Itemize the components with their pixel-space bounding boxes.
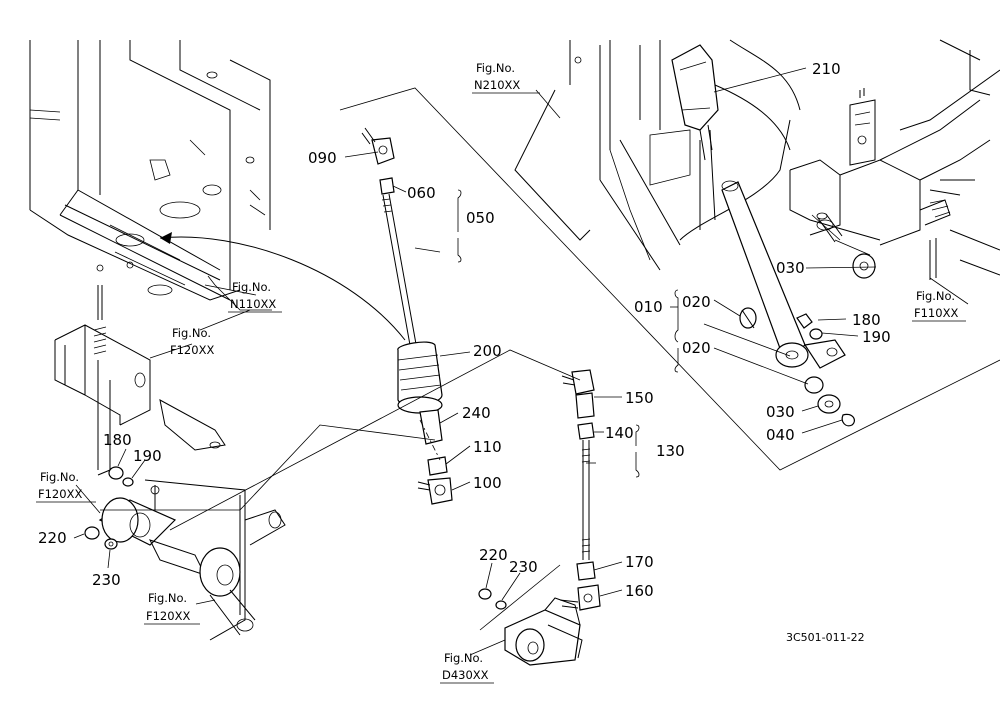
callout-030-top: 030 (776, 259, 805, 277)
callout-220-center: 220 (479, 546, 508, 564)
callout-labels: 090 060 050 200 240 110 100 150 140 130 … (38, 60, 891, 600)
figure-references: Fig.No. N210XX Fig.No. N110XX Fig.No. F1… (36, 61, 966, 684)
callout-100: 100 (473, 474, 502, 492)
callout-leaders (73, 67, 969, 656)
left-bracket-assembly (54, 285, 226, 476)
callout-200: 200 (473, 342, 502, 360)
pedal-lever-arm (721, 180, 846, 369)
callout-040: 040 (766, 426, 795, 444)
callout-180-right: 180 (852, 311, 881, 329)
svg-text:Fig.No.: Fig.No. (444, 651, 483, 665)
svg-text:N210XX: N210XX (474, 78, 520, 92)
svg-text:Fig.No.: Fig.No. (172, 326, 211, 340)
callout-050: 050 (466, 209, 495, 227)
callout-020-bottom: 020 (682, 339, 711, 357)
figref-f110: Fig.No. F110XX (912, 289, 966, 322)
svg-text:Fig.No.: Fig.No. (40, 470, 79, 484)
callout-030-bottom: 030 (766, 403, 795, 421)
callout-190-left: 190 (133, 447, 162, 465)
callout-160: 160 (625, 582, 654, 600)
figref-f120-left: Fig.No. F120XX (36, 470, 96, 503)
left-small-parts (84, 466, 134, 550)
svg-text:F120XX: F120XX (146, 609, 190, 623)
callout-230-center: 230 (509, 558, 538, 576)
callout-190-right: 190 (862, 328, 891, 346)
svg-text:N110XX: N110XX (230, 297, 276, 311)
figref-d430: Fig.No. D430XX (440, 651, 494, 684)
callout-060: 060 (407, 184, 436, 202)
bottom-center-bracket (478, 588, 583, 666)
left-frame-housing (29, 40, 271, 301)
callout-010: 010 (634, 298, 663, 316)
svg-text:Fig.No.: Fig.No. (232, 280, 271, 294)
bottom-left-linkage (98, 479, 286, 641)
figref-n110: Fig.No. N110XX (228, 280, 282, 313)
right-frame-bracket (789, 39, 1000, 280)
figref-f120-bottom: Fig.No. F120XX (144, 591, 200, 625)
cable-rod-assembly (159, 127, 453, 505)
callout-090: 090 (308, 149, 337, 167)
figref-f120-upper: Fig.No. F120XX (170, 326, 214, 357)
rod-130-assembly (559, 369, 601, 611)
drawing-code: 3C501-011-22 (786, 631, 865, 644)
svg-text:Fig.No.: Fig.No. (916, 289, 955, 303)
pedal-pad (671, 44, 719, 161)
callout-020-top: 020 (682, 293, 711, 311)
callout-130: 130 (656, 442, 685, 460)
callout-230-left: 230 (92, 571, 121, 589)
svg-text:F120XX: F120XX (38, 487, 82, 501)
callout-220-left: 220 (38, 529, 67, 547)
callout-110: 110 (473, 438, 502, 456)
figref-n210: Fig.No. N210XX (472, 61, 540, 94)
right-small-parts (739, 212, 876, 427)
svg-text:Fig.No.: Fig.No. (476, 61, 515, 75)
svg-text:Fig.No.: Fig.No. (148, 591, 187, 605)
boundary-lines (100, 87, 1000, 631)
svg-text:F110XX: F110XX (914, 306, 958, 320)
svg-text:F120XX: F120XX (170, 343, 214, 357)
callout-150: 150 (625, 389, 654, 407)
callout-240: 240 (462, 404, 491, 422)
callout-180-left: 180 (103, 431, 132, 449)
callout-210: 210 (812, 60, 841, 78)
svg-text:D430XX: D430XX (442, 668, 489, 682)
callout-140: 140 (605, 424, 634, 442)
callout-170: 170 (625, 553, 654, 571)
